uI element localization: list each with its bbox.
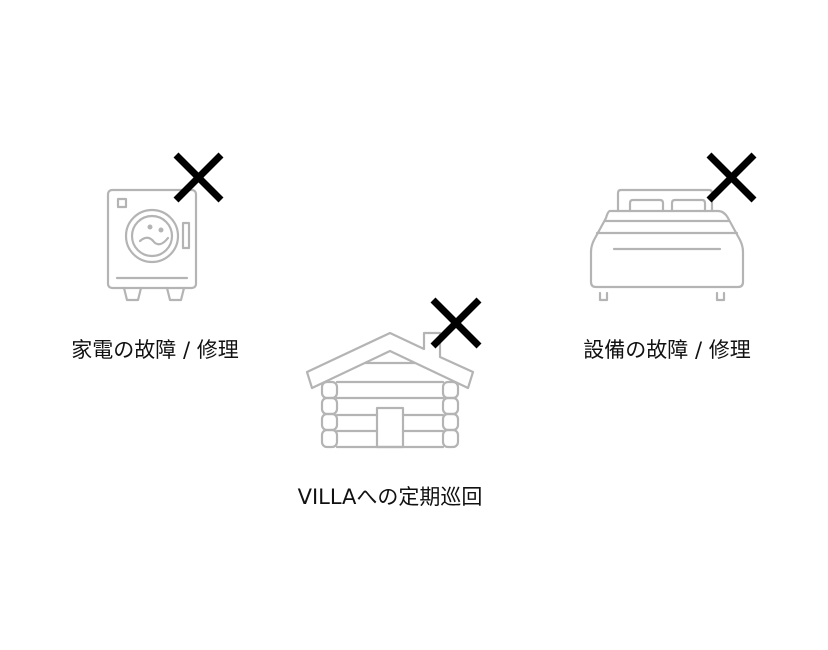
label-appliance-repair: 家電の故障 / 修理 <box>71 338 239 362</box>
log-cabin-icon <box>305 331 475 449</box>
cross-icon <box>706 152 757 203</box>
washing-machine-icon <box>106 188 198 302</box>
label-equipment-repair: 設備の故障 / 修理 <box>583 338 751 362</box>
label-villa-patrol: VILLAへの定期巡回 <box>297 485 483 509</box>
cross-icon <box>173 152 224 203</box>
bed-icon <box>589 188 745 302</box>
cross-icon <box>430 297 482 349</box>
